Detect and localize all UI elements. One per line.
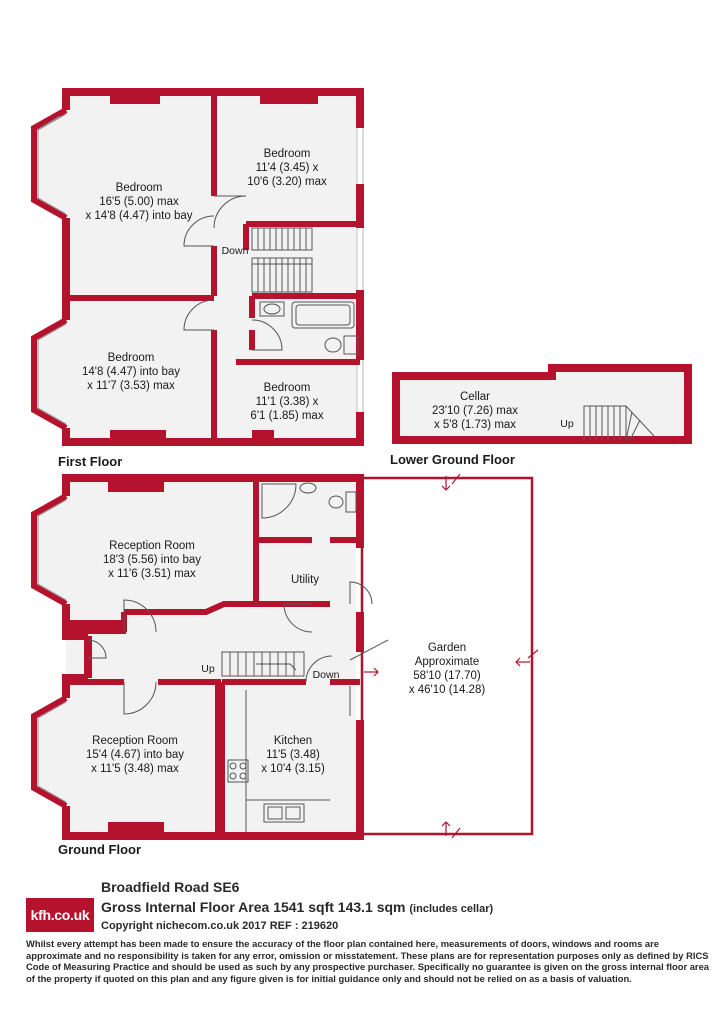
room-dimension: 15'4 (4.67) into bay	[86, 749, 184, 761]
copyright-line: Copyright nichecom.co.uk 2017 REF : 2196…	[101, 920, 339, 932]
first-floor-chimneys	[110, 92, 318, 442]
room-dimension: 11'5 (3.48)	[266, 749, 320, 761]
first-floor-room-label: Bedroom 14'8 (4.47) into bay x 11'7 (3.53)…	[82, 352, 180, 392]
bay-window-lower-glass	[37, 323, 67, 425]
room-name: Cellar	[460, 391, 490, 403]
first-floor-title: First Floor	[58, 454, 123, 469]
room-dimension: 11'4 (3.45) x	[256, 162, 319, 174]
garden-arrows	[364, 473, 539, 839]
stair-down-label: Down	[313, 669, 340, 681]
first-floor-windows-right	[356, 128, 364, 412]
property-address: Broadfield Road SE6	[101, 879, 240, 895]
room-dimension: x 11'5 (3.48) max	[91, 763, 179, 775]
room-dimension: 6'1 (1.85) max	[250, 410, 323, 422]
first-floor-room-label: Bedroom 11'4 (3.45) x 10'6 (3.20) max	[247, 148, 327, 188]
bay-window-ground-lower	[31, 695, 68, 809]
ground-floor-chimneys	[66, 478, 164, 836]
room-dimension: 16'5 (5.00) max	[99, 196, 179, 208]
ground-floor-room-label: Reception Room 15'4 (4.67) into bay x 11'5…	[86, 735, 184, 775]
room-dimension: 58'10 (17.70)	[413, 670, 481, 682]
room-dimension: x 11'7 (3.53) max	[87, 380, 175, 392]
room-name: Reception Room	[92, 735, 178, 747]
room-name: Bedroom	[264, 382, 311, 394]
bay-fill-ground-lower	[38, 702, 66, 802]
stair-up-label: Up	[560, 418, 574, 430]
cellar-stairs	[583, 405, 655, 441]
bay-fill-lower	[38, 324, 66, 424]
room-dimension: x 14'8 (4.47) into bay	[85, 210, 192, 222]
room-dimension: x 10'4 (3.15)	[261, 763, 325, 775]
first-floor-stairs	[251, 227, 313, 293]
bay-window-ground-glass	[37, 499, 67, 803]
ground-floor-shower-room-fittings	[261, 482, 357, 519]
stair-down-label: Down	[222, 245, 249, 257]
bay-window-lower	[31, 317, 68, 431]
room-dimension: 11'1 (3.38) x	[256, 396, 319, 408]
utility-room-label: Utility	[291, 574, 319, 586]
cellar-fill	[396, 368, 688, 440]
ground-floor-room-label: Kitchen 11'5 (3.48) x 10'4 (3.15)	[261, 735, 325, 775]
ground-floor-room-label: Reception Room 18'3 (5.56) into bay x 11'6…	[103, 540, 201, 580]
stair-up-label: Up	[201, 663, 215, 675]
room-name: Bedroom	[116, 182, 163, 194]
bay-window-upper	[31, 107, 68, 221]
lower-ground-floor-title: Lower Ground Floor	[390, 452, 515, 467]
kfh-logo: kfh.co.uk	[26, 898, 94, 932]
first-floor-interior-walls	[66, 92, 360, 442]
gia-note: (includes cellar)	[409, 903, 494, 915]
lower-ground-floor-plan: Cellar 23'10 (7.26) max x 5'8 (1.73) max U…	[392, 364, 692, 444]
room-dimension: 18'3 (5.56) into bay	[103, 554, 201, 566]
first-floor-plan: Bedroom 16'5 (5.00) max x 14'8 (4.47) into…	[31, 88, 364, 446]
first-floor-bathroom-fittings	[259, 301, 359, 355]
ground-floor-title: Ground Floor	[58, 842, 142, 857]
cellar-walls	[392, 364, 692, 444]
disclaimer-text: Whilst every attempt has been made to en…	[26, 938, 710, 984]
cellar-room-label: Cellar 23'10 (7.26) max x 5'8 (1.73) max	[432, 391, 518, 431]
first-floor-doors	[183, 195, 283, 351]
gia-text: Gross Internal Floor Area 1541 sqft 143.…	[101, 899, 406, 915]
room-dimension: x 11'6 (3.51) max	[108, 568, 196, 580]
bay-window-upper-glass	[37, 113, 67, 215]
bay-fill-ground-upper	[38, 500, 66, 600]
ground-floor-doors	[87, 581, 389, 716]
room-name: Kitchen	[274, 735, 312, 747]
room-dimension: x 5'8 (1.73) max	[434, 419, 516, 431]
ground-floor-kitchen-fittings	[227, 690, 330, 832]
room-dimension: x 46'10 (14.28)	[409, 684, 486, 696]
ground-floor-stairs	[221, 651, 305, 677]
first-floor-room-label: Bedroom 11'1 (3.38) x 6'1 (1.85) max	[250, 382, 323, 422]
ground-floor-outer-walls	[62, 474, 364, 840]
room-dimension: 14'8 (4.47) into bay	[82, 366, 180, 378]
room-dimension: Approximate	[415, 656, 480, 668]
bay-window-ground-upper	[31, 493, 68, 607]
room-name: Reception Room	[109, 540, 195, 552]
room-name: Bedroom	[264, 148, 311, 160]
ground-floor-plan: Reception Room 18'3 (5.56) into bay x 11'6…	[31, 473, 539, 840]
room-dimension: 10'6 (3.20) max	[247, 176, 327, 188]
garden-outline	[360, 476, 534, 836]
gross-internal-area: Gross Internal Floor Area 1541 sqft 143.…	[101, 899, 493, 915]
first-floor-room-label: Bedroom 16'5 (5.00) max x 14'8 (4.47) into…	[85, 182, 192, 222]
porch-fill	[88, 636, 114, 674]
room-name: Bedroom	[108, 352, 155, 364]
room-name: Garden	[428, 642, 466, 654]
bay-fill-upper	[38, 114, 66, 214]
room-dimension: 23'10 (7.26) max	[432, 405, 518, 417]
